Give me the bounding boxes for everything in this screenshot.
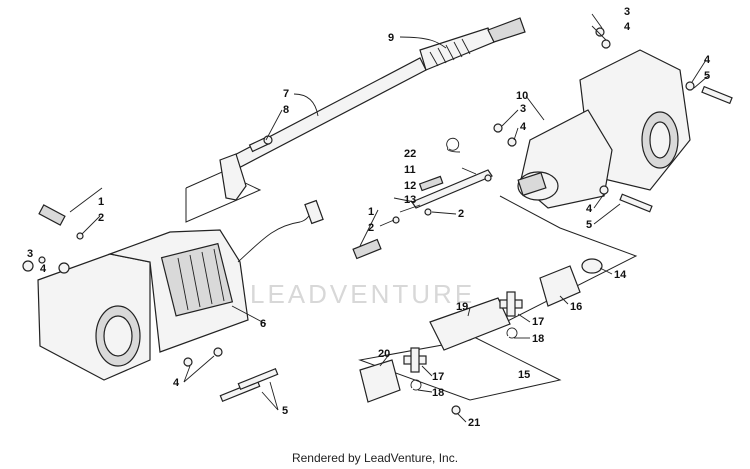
callout-6: 6 bbox=[260, 318, 266, 330]
callout-13: 13 bbox=[404, 194, 416, 206]
callout-1a: 1 bbox=[98, 196, 104, 208]
drive-shaft bbox=[224, 17, 526, 173]
callout-17a: 17 bbox=[532, 316, 544, 328]
callout-9: 9 bbox=[388, 32, 394, 44]
callout-4d: 4 bbox=[704, 54, 711, 66]
callout-18a: 18 bbox=[532, 333, 544, 345]
callout-18b: 18 bbox=[432, 387, 444, 399]
callout-5c: 5 bbox=[586, 219, 592, 231]
wire-harness bbox=[237, 209, 313, 263]
callout-3a: 3 bbox=[27, 248, 33, 260]
callout-14: 14 bbox=[614, 269, 627, 281]
bracket-bolt bbox=[248, 135, 273, 153]
callout-4f: 4 bbox=[586, 203, 593, 215]
center-actuator-parts bbox=[352, 137, 493, 260]
callout-10: 10 bbox=[516, 90, 528, 102]
rear-gear-case bbox=[517, 49, 691, 209]
callout-7: 7 bbox=[283, 88, 289, 100]
callout-21: 21 bbox=[468, 417, 480, 429]
callout-4b: 4 bbox=[173, 377, 180, 389]
callout-8: 8 bbox=[283, 104, 289, 116]
callout-2a: 2 bbox=[98, 212, 104, 224]
connector-plug bbox=[304, 199, 324, 225]
coupler-parts bbox=[359, 258, 603, 415]
callout-17b: 17 bbox=[432, 371, 444, 383]
callout-3c: 3 bbox=[520, 103, 526, 115]
callout-4e: 4 bbox=[520, 121, 527, 133]
callout-labels: 1 2 3 4 4 5 6 7 8 9 3 4 4 5 10 3 4 22 11… bbox=[27, 6, 711, 429]
group-outline-driveshaft bbox=[185, 171, 262, 223]
callout-5a: 5 bbox=[282, 405, 288, 417]
callout-2c: 2 bbox=[458, 208, 464, 220]
callout-11: 11 bbox=[404, 164, 416, 176]
shaft-bracket bbox=[219, 153, 247, 201]
footer-credit: Rendered by LeadVenture, Inc. bbox=[291, 451, 459, 465]
callout-22: 22 bbox=[404, 148, 416, 160]
callout-2b: 2 bbox=[368, 222, 374, 234]
callout-4a: 4 bbox=[40, 263, 47, 275]
left-fasteners bbox=[22, 204, 279, 403]
callout-5b: 5 bbox=[704, 70, 710, 82]
front-gear-case bbox=[37, 229, 249, 381]
watermark-text: LEADVENTURE bbox=[250, 279, 475, 309]
callout-16: 16 bbox=[570, 301, 582, 313]
callout-12: 12 bbox=[404, 180, 416, 192]
leader-lines bbox=[69, 13, 709, 423]
callout-19: 19 bbox=[456, 301, 468, 313]
callout-1b: 1 bbox=[368, 206, 374, 218]
callout-20: 20 bbox=[378, 348, 390, 360]
callout-3b: 3 bbox=[624, 6, 630, 18]
callout-15: 15 bbox=[518, 369, 530, 381]
right-fasteners bbox=[493, 27, 733, 213]
callout-4c: 4 bbox=[624, 21, 631, 33]
